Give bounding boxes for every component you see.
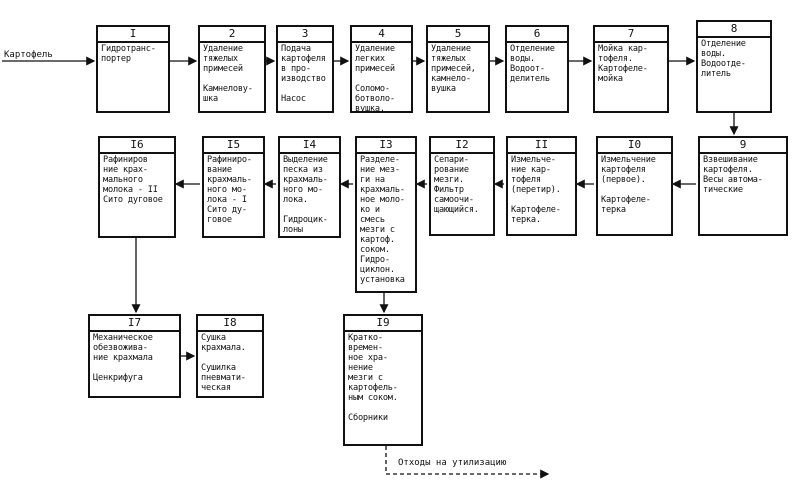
box-number: 5 bbox=[428, 27, 488, 43]
box-text: Рафиниров ние крах- мального молока - II… bbox=[103, 155, 163, 205]
process-box-1: I Гидротранс- портер bbox=[96, 25, 170, 113]
process-box-19: I9 Кратко- времен- ное хра- нение мезги … bbox=[343, 314, 423, 446]
box-text: Измельче- ние кар- тофеля (перетир). Кар… bbox=[511, 155, 561, 225]
process-box-13: I3 Разделе- ние мез- ги на крахмаль- ное… bbox=[355, 136, 417, 293]
process-box-15: I5 Рафиниро- вание крахмаль- ного мо- ло… bbox=[202, 136, 265, 238]
process-box-3: 3 Подача картофеля в про- изводство Насо… bbox=[276, 25, 334, 113]
process-box-7: 7 Мойка кар- тофеля. Картофеле- мойка bbox=[593, 25, 669, 113]
box-text: Механическое обезвожива- ние крахмала Це… bbox=[93, 333, 153, 383]
box-number: 6 bbox=[507, 27, 567, 43]
process-box-9: 9 Взвешивание картофеля. Весы автома- ти… bbox=[698, 136, 788, 236]
box-number: I5 bbox=[204, 138, 263, 154]
process-box-8: 8 Отделение воды. Водоотде- литель bbox=[696, 20, 772, 113]
box-number: I9 bbox=[345, 316, 421, 332]
box-text: Сепари- рование мезги. Фильтр самоочи- щ… bbox=[434, 155, 479, 215]
process-box-12: I2 Сепари- рование мезги. Фильтр самоочи… bbox=[429, 136, 495, 236]
box-text: Отделение воды. Водоот- делитель bbox=[510, 44, 555, 84]
box-text: Измельчение картофеля (первое). Картофел… bbox=[601, 155, 656, 215]
box-number: 8 bbox=[698, 22, 770, 38]
box-text: Удаление тяжелых примесей, камнело- вушк… bbox=[431, 44, 476, 94]
box-text: Взвешивание картофеля. Весы автома- тиче… bbox=[703, 155, 763, 195]
box-number: I0 bbox=[598, 138, 671, 154]
box-number: II bbox=[508, 138, 575, 154]
box-number: I8 bbox=[198, 316, 262, 332]
box-number: 2 bbox=[200, 27, 264, 43]
process-box-6: 6 Отделение воды. Водоот- делитель bbox=[505, 25, 569, 113]
box-text: Разделе- ние мез- ги на крахмаль- ное мо… bbox=[360, 155, 405, 285]
box-number: I4 bbox=[280, 138, 339, 154]
box-number: I2 bbox=[431, 138, 493, 154]
waste-label: Отходы на утилизацию bbox=[398, 458, 507, 468]
process-box-10: I0 Измельчение картофеля (первое). Карто… bbox=[596, 136, 673, 236]
box-number: I7 bbox=[90, 316, 179, 332]
box-text: Сушка крахмала. Сушилка пневмати- ческая bbox=[201, 333, 246, 393]
box-text: Мойка кар- тофеля. Картофеле- мойка bbox=[598, 44, 648, 84]
process-box-14: I4 Выделение песка из крахмаль- ного мо-… bbox=[278, 136, 341, 238]
process-box-11: II Измельче- ние кар- тофеля (перетир). … bbox=[506, 136, 577, 236]
box-text: Кратко- времен- ное хра- нение мезги с к… bbox=[348, 333, 398, 423]
box-number: 9 bbox=[700, 138, 786, 154]
box-number: I bbox=[98, 27, 168, 43]
box-text: Удаление легких примесей Соломо- ботволо… bbox=[355, 44, 395, 114]
box-text: Рафиниро- вание крахмаль- ного мо- лока … bbox=[207, 155, 252, 225]
waste-dashed-line bbox=[385, 446, 550, 479]
box-number: I3 bbox=[357, 138, 415, 154]
box-text: Гидротранс- портер bbox=[101, 44, 156, 64]
box-number: 4 bbox=[352, 27, 411, 43]
box-text: Удаление тяжелых примесей Камнелову- шка bbox=[203, 44, 253, 104]
box-text: Выделение песка из крахмаль- ного мо- ло… bbox=[283, 155, 328, 235]
process-box-4: 4 Удаление легких примесей Соломо- ботво… bbox=[350, 25, 413, 114]
process-box-5: 5 Удаление тяжелых примесей, камнело- ву… bbox=[426, 25, 490, 113]
process-box-16: I6 Рафиниров ние крах- мального молока -… bbox=[98, 136, 176, 238]
process-box-17: I7 Механическое обезвожива- ние крахмала… bbox=[88, 314, 181, 398]
process-box-18: I8 Сушка крахмала. Сушилка пневмати- чес… bbox=[196, 314, 264, 398]
input-label: Картофель bbox=[4, 50, 53, 60]
box-text: Отделение воды. Водоотде- литель bbox=[701, 39, 746, 79]
process-box-2: 2 Удаление тяжелых примесей Камнелову- ш… bbox=[198, 25, 266, 113]
box-number: 3 bbox=[278, 27, 332, 43]
box-number: 7 bbox=[595, 27, 667, 43]
box-number: I6 bbox=[100, 138, 174, 154]
box-text: Подача картофеля в про- изводство Насос bbox=[281, 44, 326, 104]
